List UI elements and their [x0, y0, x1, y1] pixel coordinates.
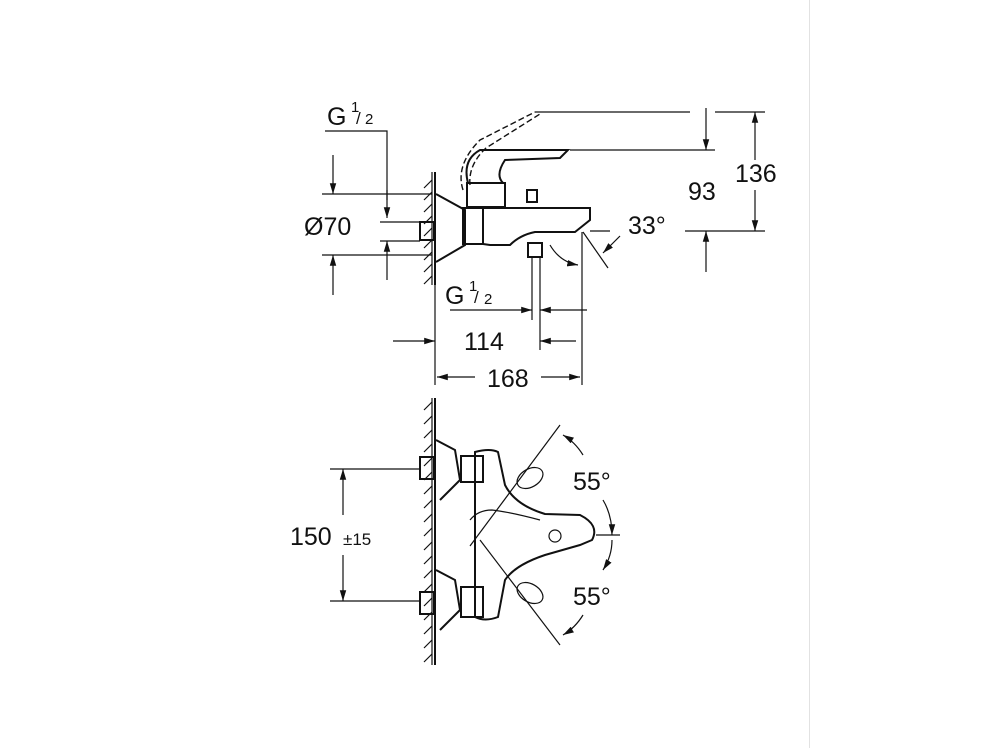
inlet-thread-label: G 1 / 2 [327, 99, 373, 131]
dimension-lines-front [330, 434, 616, 636]
svg-text:1: 1 [351, 99, 359, 116]
svg-text:2: 2 [365, 111, 373, 128]
faucet-side-view [419, 111, 591, 350]
dimension-lines-side [322, 108, 765, 385]
depth-outlet-label: 114 [464, 328, 504, 356]
page-divider [809, 0, 810, 748]
svg-text:/: / [356, 109, 361, 128]
svg-text:150: 150 [290, 523, 332, 551]
lever-angle-up-label: 55° [573, 468, 611, 496]
outlet-thread-label: G 1 / 2 [445, 278, 492, 310]
center-distance-label: 150 ±15 [290, 523, 371, 551]
spout-angle-label: 33° [628, 212, 666, 240]
svg-text:1: 1 [469, 278, 477, 295]
lever-angle-down-label: 55° [573, 583, 611, 611]
svg-text:G: G [445, 282, 464, 310]
height-total-label: 136 [735, 160, 777, 188]
depth-total-label: 168 [487, 365, 529, 393]
wall-front-view [423, 398, 436, 665]
escutcheon-diameter-label: Ø70 [304, 213, 351, 241]
height-spout-label: 93 [688, 178, 716, 206]
svg-text:2: 2 [484, 291, 492, 308]
svg-text:±15: ±15 [343, 530, 371, 549]
svg-text:G: G [327, 103, 346, 131]
svg-text:/: / [474, 288, 479, 307]
faucet-front-view [419, 424, 620, 646]
